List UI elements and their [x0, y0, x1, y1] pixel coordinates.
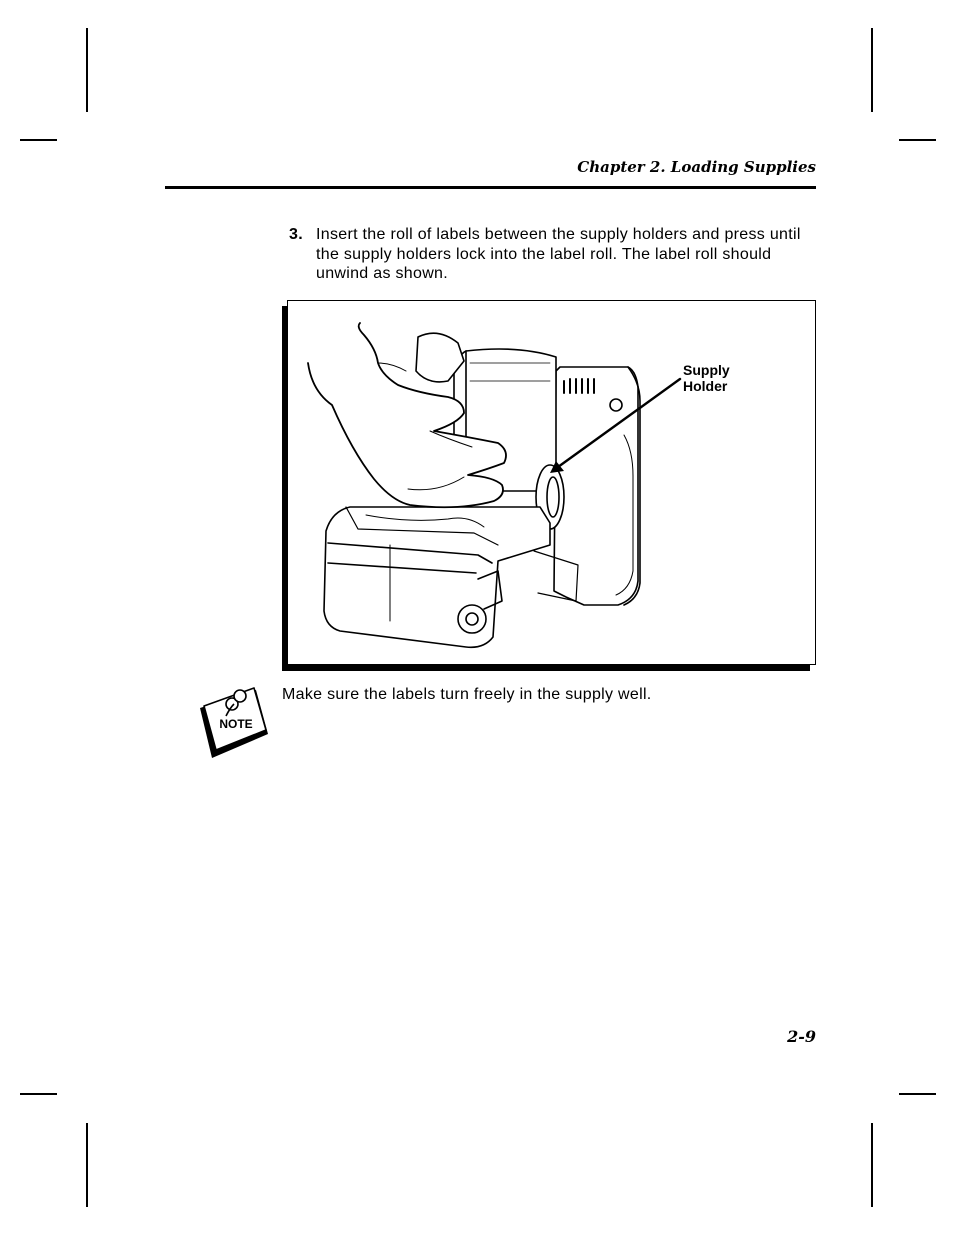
crop-mark — [899, 139, 936, 141]
note-text: Make sure the labels turn freely in the … — [282, 686, 652, 703]
page-number: 2-9 — [787, 1027, 816, 1046]
crop-mark — [899, 1093, 936, 1095]
note-icon: NOTE — [196, 686, 270, 762]
header-rule — [165, 186, 816, 189]
crop-mark — [871, 1123, 873, 1207]
note-icon-label: NOTE — [219, 717, 252, 731]
crop-mark — [86, 28, 88, 112]
figure-loading-labels: Supply Holder — [282, 300, 816, 671]
step-text: Insert the roll of labels between the su… — [316, 226, 801, 282]
crop-mark — [86, 1123, 88, 1207]
callout-line-1: Supply — [683, 362, 730, 378]
supply-holder-callout: Supply Holder — [683, 362, 730, 394]
crop-mark — [871, 28, 873, 112]
crop-mark — [20, 1093, 57, 1095]
chapter-header: Chapter 2. Loading Supplies — [577, 158, 816, 176]
step-number: 3. — [289, 226, 303, 243]
printer-illustration — [307, 322, 682, 649]
callout-line-2: Holder — [683, 378, 728, 394]
crop-mark — [20, 139, 57, 141]
figure-frame: Supply Holder — [287, 300, 816, 665]
